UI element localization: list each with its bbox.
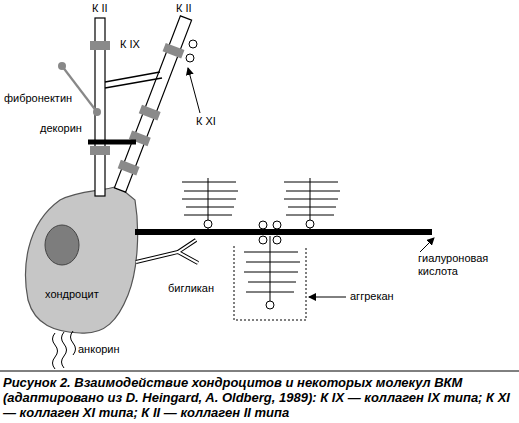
collagen-band — [129, 131, 151, 147]
biglycan-shape — [136, 240, 198, 263]
aggrecan-bracket — [234, 246, 306, 320]
fibronectin-end — [93, 108, 101, 116]
small-circle — [259, 221, 267, 229]
part-label: гиалуроновая кислота — [418, 252, 508, 278]
fibronectin-line — [62, 66, 97, 112]
anchorin-line — [71, 331, 76, 355]
caption-rule — [0, 371, 519, 372]
hyaluronan-chain — [135, 229, 432, 235]
part-label: аггрекан — [350, 290, 394, 303]
part-label: К II — [92, 2, 108, 15]
collagen-band — [90, 146, 110, 155]
anchorin-line — [53, 333, 58, 369]
collagen-ix-line — [105, 72, 160, 82]
aggrecan-comb — [182, 178, 238, 229]
part-label: К II — [176, 2, 192, 15]
part-label: декорин — [40, 122, 82, 135]
collagen-band — [90, 41, 110, 50]
part-label: К IX — [120, 38, 140, 51]
small-circle — [306, 220, 314, 228]
cell-body — [26, 186, 138, 333]
small-circle — [273, 236, 281, 244]
cell-shape: хондроцит — [20, 180, 145, 340]
small-circle — [204, 220, 212, 228]
collagen-fibril — [114, 16, 191, 192]
decorin-bar — [88, 140, 136, 145]
small-circle — [186, 54, 194, 62]
aggrecan-comb — [244, 236, 300, 301]
node-label: хондроцит — [45, 288, 99, 301]
collagen-fibril — [95, 18, 105, 196]
part-label: К XI — [196, 115, 216, 128]
figure-caption: Рисунок 2. Взаимодействие хондроцитов и … — [3, 375, 515, 420]
part-label: анкорин — [78, 343, 120, 356]
collagen-band — [118, 160, 140, 176]
small-circle — [273, 221, 281, 229]
aggrecan-comb — [284, 178, 340, 229]
callout-arrow — [420, 238, 434, 252]
fibronectin-end — [58, 62, 66, 70]
part-label: бигликан — [168, 282, 214, 295]
collagen-ix-line — [105, 78, 162, 88]
anchorin-line — [62, 332, 67, 368]
callout-arrow — [309, 297, 346, 298]
cell-outline — [20, 180, 145, 340]
callout-arrow — [188, 68, 200, 113]
small-circle — [259, 236, 267, 244]
collagen-band — [163, 43, 185, 59]
small-circle — [266, 301, 274, 309]
small-circle — [189, 40, 197, 48]
collagen-band — [139, 105, 161, 121]
cell-nucleus — [45, 225, 79, 265]
biglycan-shape — [136, 240, 198, 263]
part-label: фибронектин — [4, 92, 72, 105]
